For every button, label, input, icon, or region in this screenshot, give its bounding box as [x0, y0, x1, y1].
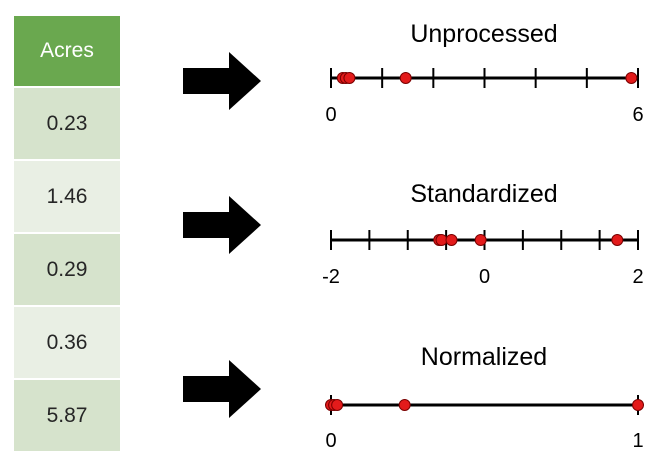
data-point — [343, 72, 356, 84]
right-arrow-icon — [183, 360, 261, 418]
table-cell: 0.29 — [14, 234, 120, 305]
standardized-title: Standardized — [410, 180, 558, 208]
data-point — [398, 399, 411, 411]
table-cell: 5.87 — [14, 380, 120, 451]
data-point — [474, 234, 487, 246]
unprocessed-number-line — [330, 68, 639, 88]
standardized-number-line — [330, 230, 639, 250]
tick-label: -2 — [322, 266, 340, 288]
data-point — [331, 399, 344, 411]
tick-label: 1 — [632, 430, 644, 452]
data-point — [445, 234, 458, 246]
data-point — [399, 72, 412, 84]
tick-label: 0 — [325, 104, 337, 126]
acres-table: Acres 0.23 1.46 0.29 0.36 5.87 — [14, 16, 120, 453]
right-arrow-icon — [183, 52, 261, 110]
tick-label: 6 — [632, 104, 644, 126]
table-header: Acres — [14, 16, 120, 86]
table-cell: 1.46 — [14, 161, 120, 232]
data-point — [435, 234, 448, 246]
data-point — [632, 399, 644, 411]
tick-label: 0 — [325, 430, 337, 452]
right-arrow-icon — [183, 196, 261, 254]
unprocessed-title: Unprocessed — [410, 20, 558, 48]
tick-label: 2 — [632, 266, 644, 288]
normalized-title: Normalized — [420, 343, 548, 371]
data-point — [611, 234, 624, 246]
data-point — [625, 72, 638, 84]
table-cell: 0.23 — [14, 88, 120, 159]
tick-label: 0 — [478, 266, 491, 288]
normalized-number-line — [325, 395, 644, 415]
table-cell: 0.36 — [14, 307, 120, 378]
